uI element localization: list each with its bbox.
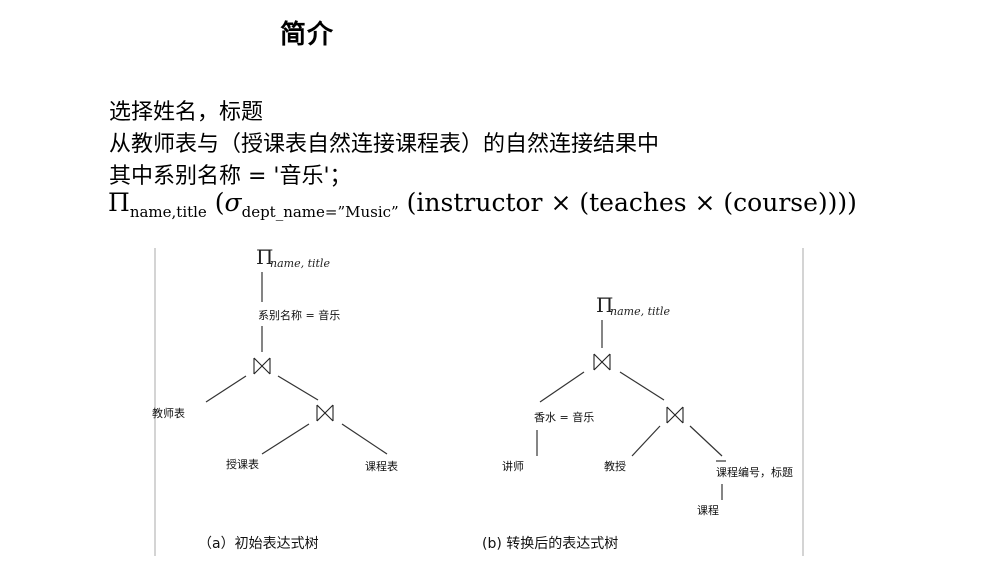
tree-a-join-icon-2 [316, 404, 334, 422]
tree-b: Π name, title 香水 = 音乐 讲师 教授 课程编号，标题 课程 (… [482, 293, 793, 552]
tree-b-edge-join-project [689, 425, 723, 457]
tree-b-caption: (b) 转换后的表达式树 [482, 535, 618, 552]
tree-a-pi-symbol: Π [256, 245, 273, 269]
tree-b-pi-symbol: Π [596, 293, 613, 317]
formula-sigma: σ [224, 188, 242, 217]
tree-b-join-icon-2 [666, 406, 684, 424]
tree-a-leaf-instructor: 教师表 [152, 406, 185, 420]
tree-b-leaf-instructor: 讲师 [502, 459, 524, 473]
tree-b-leaf-course: 课程 [697, 504, 719, 517]
tree-a-edge-join-course [341, 423, 388, 455]
text-line-3: 其中系别名称 = '音乐'； [109, 164, 352, 189]
tree-a-pi-subscript: name, title [270, 257, 330, 270]
tree-b-select-label: 香水 = 音乐 [534, 410, 594, 424]
text-line-1: 选择姓名，标题 [109, 100, 264, 125]
tree-a-edge-join-teaches [261, 423, 310, 455]
tree-a-edge-join-join [277, 375, 319, 401]
formula-pi: Π [108, 188, 130, 217]
slide-title: 简介 [280, 20, 335, 50]
tree-b-join-icon-1 [593, 353, 611, 371]
tree-a-leaf-teaches: 授课表 [226, 457, 259, 471]
tree-a-edge-join-instructor [205, 375, 247, 403]
tree-b-edge-join-join [619, 371, 665, 401]
text-line-2: 从教师表与（授课表自然连接课程表）的自然连接结果中 [109, 132, 660, 157]
relational-algebra-formula: Πname,title (σdept_name=”Music” (instruc… [108, 188, 857, 221]
formula-open-paren: ( [206, 188, 225, 217]
formula-sigma-subscript: dept_name=”Music” [241, 203, 399, 221]
tree-b-edge-join-select [539, 371, 585, 403]
tree-a: Π name, title 系别名称 = 音乐 教师表 授课表 课程表 （a）初… [152, 245, 398, 552]
tree-b-pi-subscript: name, title [610, 305, 670, 318]
tree-b-project-label: 课程编号，标题 [716, 465, 793, 479]
formula-pi-subscript: name,title [129, 203, 207, 221]
tree-b-edge-join-teaches [631, 425, 661, 457]
tree-a-leaf-course: 课程表 [365, 459, 398, 473]
tree-b-leaf-teaches: 教授 [604, 459, 626, 473]
tree-a-caption: （a）初始表达式树 [198, 535, 319, 552]
tree-a-join-icon-1 [253, 357, 271, 375]
tree-a-select-label: 系别名称 = 音乐 [258, 308, 340, 322]
formula-rest: (instructor × (teaches × (course)))) [398, 188, 857, 217]
